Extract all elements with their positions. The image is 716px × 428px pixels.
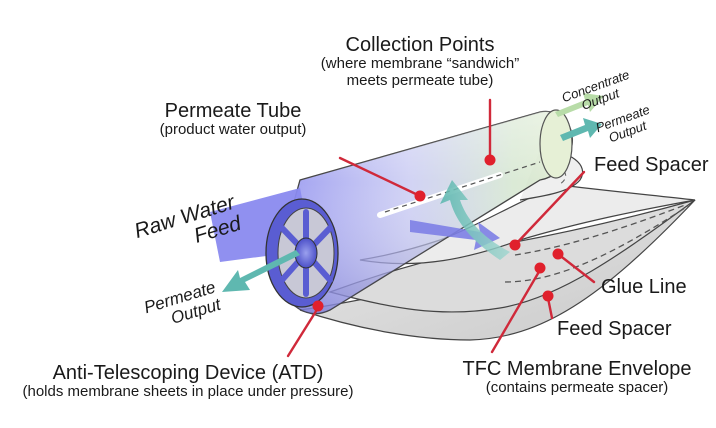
permeate-tube-sub: (product water output) — [159, 121, 307, 139]
callout-dots — [312, 154, 564, 312]
anti-telescoping-device — [265, 198, 339, 308]
membrane-sheets — [299, 149, 696, 341]
dot-glue-line — [552, 248, 564, 260]
collection-points-sub2: meets permeate tube) — [346, 72, 494, 90]
callout-line-permeate-tube — [338, 156, 422, 198]
roll-shade — [275, 111, 573, 314]
label-feed-spacer-top: Feed Spacer — [594, 154, 709, 176]
callouts — [286, 98, 596, 358]
feed-spacer-bottom-title: Feed Spacer — [557, 318, 672, 340]
glue-line-dashed-top — [539, 159, 567, 185]
permeate-output-right-arrow — [560, 118, 602, 141]
permeate-output-left-arrow — [222, 250, 300, 292]
atd-title: Anti-Telescoping Device (ATD) — [52, 362, 324, 384]
dot-tfc-membrane — [534, 262, 546, 274]
membrane-roll — [210, 109, 573, 315]
collection-points-title: Collection Points — [345, 34, 495, 56]
callout-line-atd — [286, 306, 320, 358]
dot-feed-spacer-top — [509, 239, 521, 251]
tfc-membrane-title: TFC Membrane Envelope — [462, 358, 692, 380]
feed-spacer-top-title: Feed Spacer — [594, 154, 709, 176]
dot-atd — [312, 300, 324, 312]
glue-line-dashed — [514, 204, 686, 256]
label-atd: Anti-Telescoping Device (ATD) (holds mem… — [2, 362, 374, 401]
label-feed-spacer-bottom: Feed Spacer — [557, 318, 672, 340]
tfc-membrane-sub: (contains permeate spacer) — [485, 379, 669, 397]
collection-points-sub1: (where membrane “sandwich” — [320, 55, 520, 73]
roll-end-cap — [539, 109, 573, 179]
callout-line-tfc-membrane — [490, 268, 542, 354]
label-glue-line: Glue Line — [601, 276, 687, 298]
label-tfc-membrane: TFC Membrane Envelope (contains permeate… — [452, 358, 702, 397]
permeate-tube-title: Permeate Tube — [164, 100, 302, 122]
label-collection-points: Collection Points (where membrane “sandw… — [300, 34, 540, 90]
atd-sub: (holds membrane sheets in place under pr… — [22, 383, 354, 401]
permeate-inward-arrow — [440, 180, 510, 260]
dot-collection-points — [484, 154, 496, 166]
glue-line-dashed-lower — [504, 205, 689, 283]
collection-points-dashes — [384, 161, 541, 213]
dot-permeate-tube — [414, 190, 426, 202]
concentrate-output-arrow — [555, 93, 604, 117]
flow-arrows — [222, 93, 604, 292]
callout-line-feed-spacer-top — [513, 170, 586, 247]
glue-line-title: Glue Line — [601, 276, 687, 298]
label-permeate-tube: Permeate Tube (product water output) — [118, 100, 348, 139]
callout-line-glue-line — [556, 252, 596, 284]
dot-feed-spacer-bottom — [542, 290, 554, 302]
